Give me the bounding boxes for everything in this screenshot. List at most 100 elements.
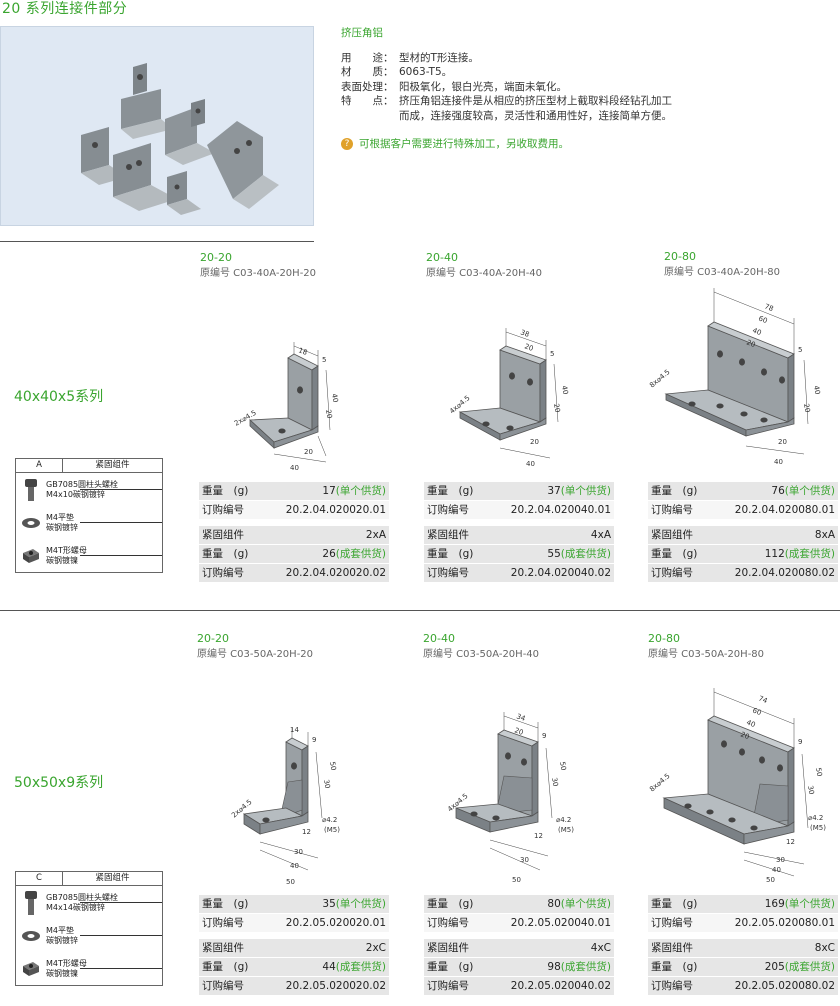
product-header: 20-20 原编号 C03-40A-20H-20: [200, 251, 316, 279]
dim-label: 18: [297, 346, 308, 357]
part-name: GB7085圆柱头螺栓: [46, 479, 119, 489]
part-spec: 碳钢镀镍: [46, 968, 78, 978]
original-code: 原编号 C03-50A-20H-40: [423, 649, 540, 660]
intro-heading: 挤压角铝: [341, 27, 383, 39]
dim-label: 20: [745, 338, 756, 349]
spec-value: 阳极氧化，银白光亮，端面未氧化。: [399, 80, 567, 93]
part-name: M4T形螺母: [46, 545, 87, 555]
bracket-photo: [165, 99, 215, 165]
dim-label: 20: [304, 448, 313, 456]
product-code: 20-80: [664, 250, 696, 263]
kit-weight-row: 重量 (g)205(成套供货): [648, 958, 838, 977]
part-name: M4T形螺母: [46, 958, 87, 968]
weight-row: 重量 (g)169(单个供货): [648, 895, 838, 914]
original-code: 原编号 C03-50A-20H-20: [197, 649, 314, 660]
dim-label: 40: [745, 718, 756, 729]
dim-label: (M5): [810, 824, 826, 832]
dim-label: 5: [798, 346, 802, 354]
product-code: 20-80: [648, 632, 680, 645]
product-code: 20-40: [426, 251, 458, 264]
dim-label: 12: [786, 838, 795, 846]
part-spec: 碳钢镀锌: [46, 935, 78, 945]
dim-label: 20: [778, 438, 787, 446]
bracket-drawing: 18 5 40 20 40 20 2x⌀4.5: [230, 330, 350, 480]
part-name: M4平垫: [46, 925, 74, 935]
dim-label: 40: [290, 464, 299, 472]
spec-label: 材 质：: [341, 66, 394, 78]
spec-label: 用 途：: [341, 51, 394, 64]
dim-label: 40: [774, 458, 783, 466]
table-header: C: [16, 872, 63, 885]
dim-label: 74: [757, 694, 769, 705]
bracket-photo: [167, 171, 201, 215]
bracket-drawing: 74 60 40 20 9 50 30 50 40 30 12 8x⌀4.5 ⌀…: [648, 680, 838, 885]
leader-line: [80, 935, 162, 936]
product-header: 20-40 原编号 C03-50A-20H-40: [423, 632, 539, 660]
dim-label: 50: [286, 878, 295, 886]
series-label: 50x50x9系列: [14, 775, 104, 791]
weight-row: 重量 (g)17(单个供货): [199, 482, 389, 501]
leader-line: [80, 555, 162, 556]
original-code: 原编号 C03-50A-20H-80: [648, 649, 765, 660]
dim-label: 8x⌀4.5: [648, 368, 671, 390]
dim-label: 8x⌀4.5: [648, 772, 671, 794]
product-header: 20-80 原编号 C03-40A-20H-80: [664, 250, 780, 278]
dim-label: ⌀4.2: [322, 816, 337, 824]
kit-weight-row: 重量 (g)44(成套供货): [199, 958, 389, 977]
series-label: 40x40x5系列: [14, 389, 104, 405]
dim-label: 30: [294, 848, 303, 856]
table-header: A: [16, 459, 63, 472]
product-code: 20-20: [200, 251, 232, 264]
list-item: M4T形螺母碳钢镀镍: [16, 952, 162, 985]
t-nut-icon: [23, 961, 39, 976]
leader-line: [80, 489, 162, 490]
bolt-icon: [25, 478, 37, 501]
bracket-drawing: 38 20 5 40 20 20 40 4x⌀4.5: [450, 318, 590, 478]
dim-label: 40: [526, 460, 535, 468]
product-header: 20-40 原编号 C03-40A-20H-40: [426, 251, 542, 279]
bolt-icon: [25, 890, 37, 915]
dim-label: ⌀4.2: [556, 816, 571, 824]
dim-label: 9: [312, 736, 316, 744]
dim-label: 78: [763, 302, 774, 313]
product-code: 20-40: [423, 632, 455, 645]
table-header: 紧固组件: [95, 460, 130, 470]
dim-label: 20: [552, 403, 561, 413]
spec-row: 材 质：6063-T5。: [341, 65, 821, 80]
spec-value: 挤压角铝连接件是从相应的挤压型材上截取料段经钻孔加工: [399, 95, 672, 107]
product-code: 20-20: [197, 632, 229, 645]
part-spec: M4x10碳钢镀锌: [46, 489, 105, 499]
dim-label: 40: [812, 385, 821, 395]
bracket-drawing: 78 60 40 20 5 40 20 40 20 8x⌀4.5: [648, 282, 838, 472]
dim-label: 40: [772, 866, 781, 874]
original-code: 原编号 C03-40A-20H-80: [664, 267, 781, 278]
dim-label: 50: [512, 876, 521, 884]
leader-line: [80, 968, 162, 969]
dim-label: 50: [328, 761, 337, 771]
note-text: 可根据客户需要进行特殊加工，另收取费用。: [359, 138, 569, 150]
dim-label: 20: [530, 438, 539, 446]
bracket-photo: [207, 121, 279, 209]
spec-label: 特 点：: [341, 95, 394, 107]
spec-row: 特 点： 挤压角铝连接件是从相应的挤压型材上截取料段经钻孔加工: [341, 94, 821, 109]
list-item: M4平垫碳钢镀锌: [16, 919, 162, 952]
weight-row: 重量 (g)35(单个供货): [199, 895, 389, 914]
part-name: M4平垫: [46, 512, 74, 522]
dim-label: 14: [290, 726, 299, 734]
